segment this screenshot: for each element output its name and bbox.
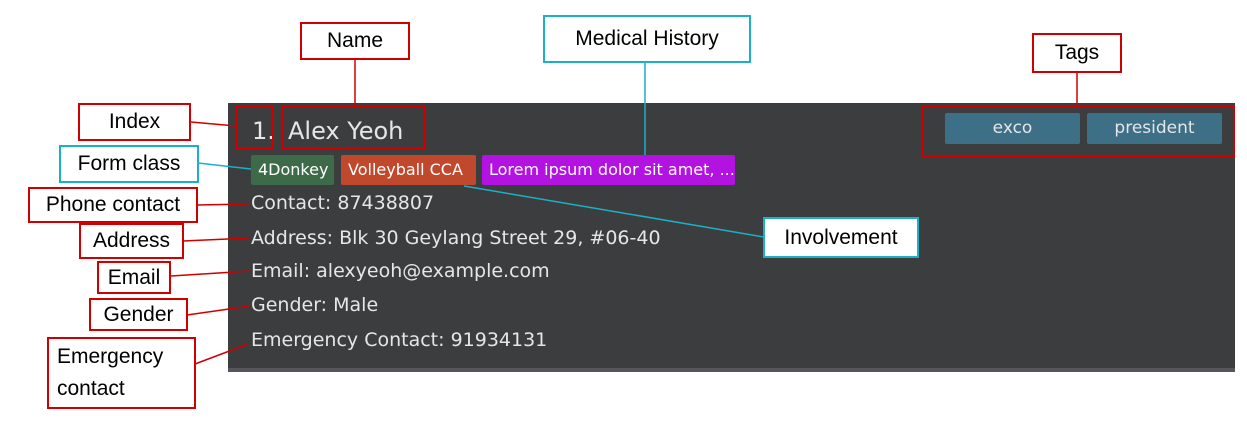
emergency-contact-field: Emergency Contact: 91934131 xyxy=(251,329,548,351)
card-bottom-border xyxy=(228,368,1235,372)
involvement-callout: Involvement xyxy=(763,217,919,258)
index-callout: Index xyxy=(78,103,191,141)
email-field: Email: alexyeoh@example.com xyxy=(251,260,550,282)
tags-callout: Tags xyxy=(1032,33,1122,73)
medical-history-callout: Medical History xyxy=(543,15,751,63)
address-callout: Address xyxy=(79,223,184,259)
person-index: 1. xyxy=(252,117,275,145)
involvement-chip: Volleyball CCA xyxy=(341,155,476,185)
gender-field: Gender: Male xyxy=(251,294,379,316)
gender-callout: Gender xyxy=(89,298,188,331)
name-highlight-box xyxy=(282,106,425,149)
emergency-contact-callout: Emergency contact xyxy=(47,337,196,409)
form-class-callout: Form class xyxy=(59,145,199,183)
name-callout: Name xyxy=(300,22,410,60)
contact-field: Contact: 87438807 xyxy=(251,192,435,214)
phone-contact-callout: Phone contact xyxy=(28,187,198,223)
tag-exco: exco xyxy=(945,113,1080,144)
address-field: Address: Blk 30 Geylang Street 29, #06-4… xyxy=(251,227,661,249)
email-callout: Email xyxy=(97,261,171,294)
tags-highlight-box xyxy=(922,106,1235,157)
form-class-chip: 4Donkey xyxy=(251,155,334,185)
tag-president: president xyxy=(1087,113,1222,144)
index-highlight-box xyxy=(236,106,274,149)
medical-history-chip: Lorem ipsum dolor sit amet, ... xyxy=(482,155,735,185)
person-name: Alex Yeoh xyxy=(288,117,404,145)
